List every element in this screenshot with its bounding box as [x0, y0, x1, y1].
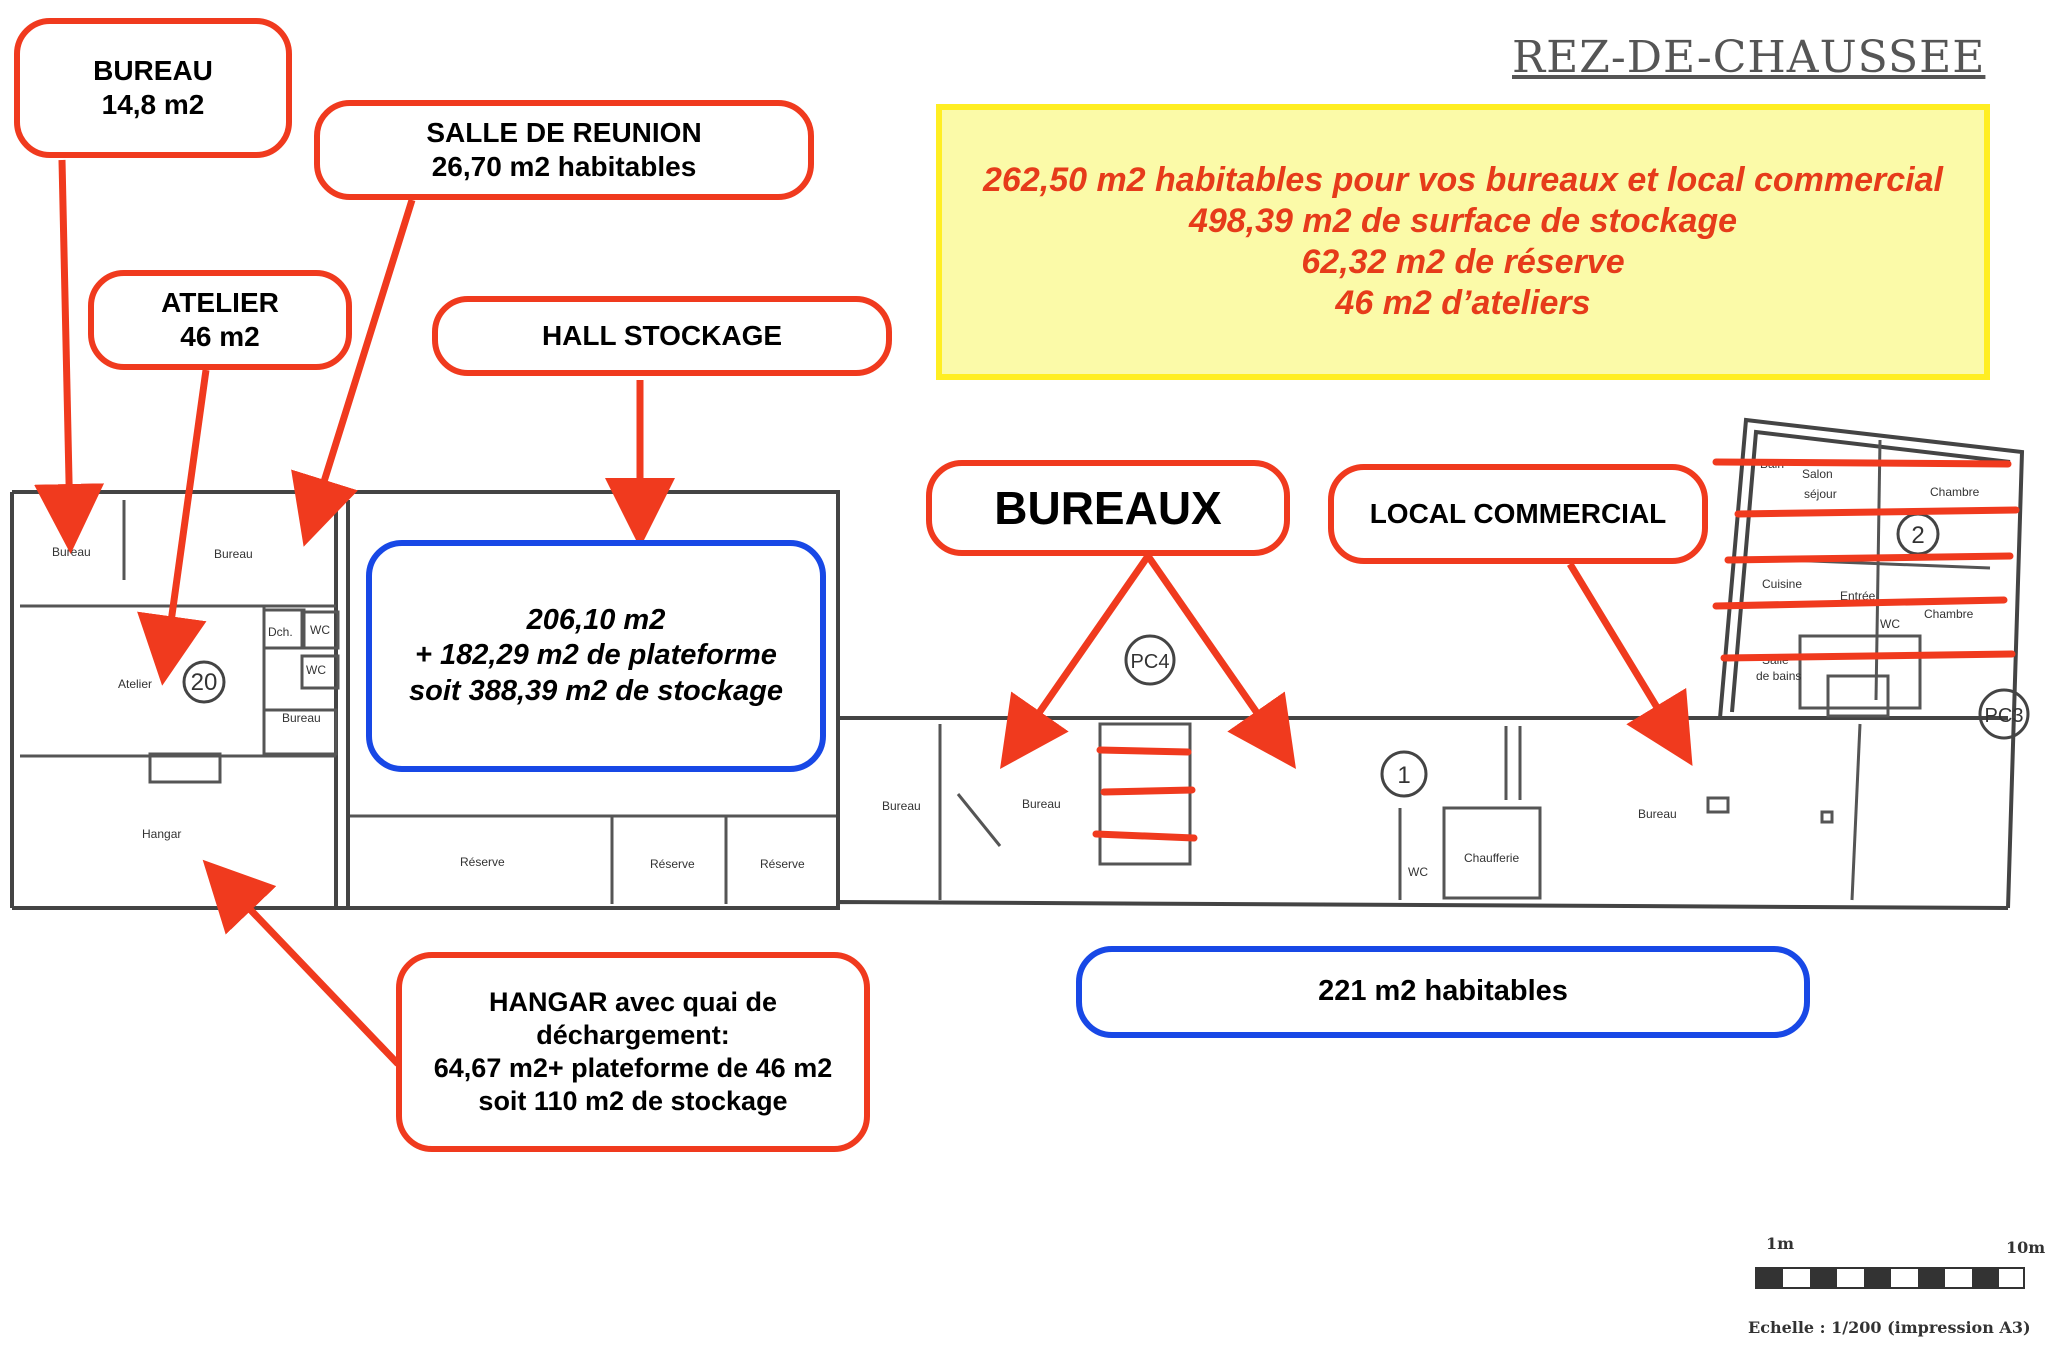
room-label-bureau: Bureau — [1638, 807, 1677, 821]
callout-hangar: HANGAR avec quai de déchargement: 64,67 … — [396, 952, 870, 1152]
room-label-wc: WC — [306, 663, 326, 677]
marker-pc3-label: PC3 — [1985, 705, 2024, 727]
callout-salle-text: SALLE DE REUNION 26,70 m2 habitables — [426, 116, 702, 182]
callout-bureau-text: BUREAU 14,8 m2 — [93, 54, 213, 120]
callout-local-commercial: LOCAL COMMERCIAL — [1328, 464, 1708, 564]
room-label-cuisine: Cuisine — [1762, 577, 1802, 591]
scale-left-label: 1m — [1766, 1234, 1795, 1253]
room-label-bureau: Bureau — [882, 799, 921, 813]
callout-bureaux: BUREAUX — [926, 460, 1290, 556]
room-label-chambre: Chambre — [1930, 485, 1980, 499]
callout-habitables-text: 221 m2 habitables — [1318, 975, 1568, 1008]
room-label-bureau: Bureau — [52, 545, 91, 559]
callout-atelier-text: ATELIER 46 m2 — [161, 286, 279, 352]
callout-stockage-text: 206,10 m2 + 182,29 m2 de plateforme soit… — [409, 603, 783, 707]
marker-1-label: 1 — [1397, 762, 1410, 789]
summary-box: 262,50 m2 habitables pour vos bureaux et… — [936, 104, 1990, 380]
marker-1 — [1380, 750, 1428, 798]
strike-marks — [1092, 458, 2020, 842]
marker-pc4-label: PC4 — [1131, 651, 1170, 673]
room-label-wc: WC — [1408, 865, 1428, 879]
marker-pc3 — [1978, 688, 2030, 740]
room-label-reserve: Réserve — [650, 857, 695, 871]
callout-hall-text: HALL STOCKAGE — [541, 319, 783, 351]
callout-habitables: 221 m2 habitables — [1076, 946, 1810, 1038]
page-title: REZ-DE-CHAUSSEE — [1512, 32, 1986, 83]
room-label-sejour: séjour — [1804, 487, 1837, 501]
callout-bureau: BUREAU 14,8 m2 — [14, 18, 292, 158]
summary-line: 498,39 m2 de surface de stockage — [1188, 202, 1738, 240]
room-label-atelier: Atelier — [118, 677, 152, 691]
room-label-wc: WC — [1880, 617, 1900, 631]
summary-line: 46 m2 d’ateliers — [1335, 284, 1591, 322]
room-label-douche: Dch. — [268, 625, 293, 639]
room-label-salle-de-bains: de bains — [1756, 669, 1801, 683]
marker-pc4 — [1124, 634, 1176, 686]
callout-arrows — [34, 159, 1693, 1067]
scale-bar — [1755, 1267, 2025, 1289]
callout-salle-de-reunion: SALLE DE REUNION 26,70 m2 habitables — [314, 100, 814, 200]
room-label-hangar: Hangar — [142, 827, 181, 841]
callout-hangar-text: HANGAR avec quai de déchargement: 64,67 … — [433, 987, 833, 1116]
room-label-salon: Salon — [1802, 467, 1833, 481]
room-label-reserve: Réserve — [460, 855, 505, 869]
room-label-chaufferie: Chaufferie — [1464, 851, 1519, 865]
room-label-chambre: Chambre — [1924, 607, 1974, 621]
marker-20-label: 20 — [191, 669, 218, 696]
plan-walls — [10, 417, 2025, 910]
callout-atelier: ATELIER 46 m2 — [88, 270, 352, 370]
marker-2-label: 2 — [1911, 522, 1924, 549]
room-label-bureau: Bureau — [282, 711, 321, 725]
scale-right-label: 10m — [2006, 1238, 2046, 1257]
room-label-reserve: Réserve — [760, 857, 805, 871]
room-label-wc: WC — [310, 623, 330, 637]
summary-line: 262,50 m2 habitables pour vos bureaux et… — [983, 161, 1943, 199]
room-label-bureau: Bureau — [1022, 797, 1061, 811]
callout-local-text: LOCAL COMMERCIAL — [1369, 497, 1667, 529]
callout-hall-stockage: HALL STOCKAGE — [432, 296, 892, 376]
callout-bureaux-text: BUREAUX — [994, 481, 1222, 534]
scale-caption: Echelle : 1/200 (impression A3) — [1748, 1318, 2031, 1337]
callout-stockage-area: 206,10 m2 + 182,29 m2 de plateforme soit… — [366, 540, 826, 772]
room-label-bureau: Bureau — [214, 547, 253, 561]
summary-line: 62,32 m2 de réserve — [1301, 243, 1625, 281]
